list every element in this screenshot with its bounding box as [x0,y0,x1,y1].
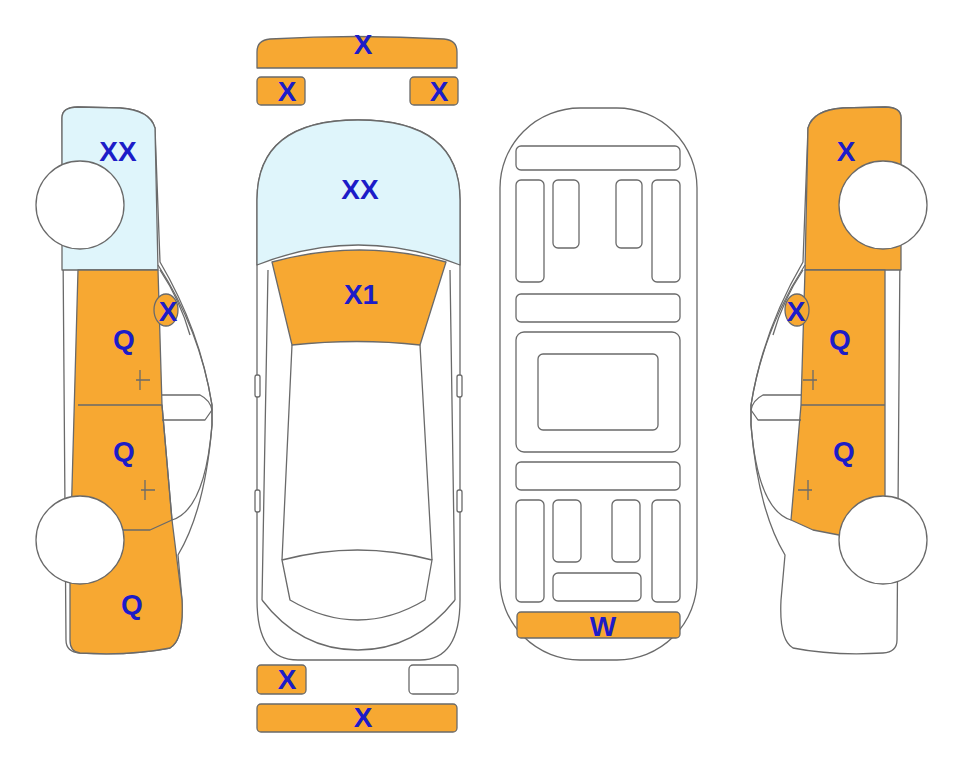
damage-code: X [430,78,449,106]
damage-code: Q [113,326,135,354]
damage-code: X [278,666,297,694]
damage-code: XX [341,176,378,204]
damage-code: Q [113,438,135,466]
damage-code: X [354,31,373,59]
damage-code: Q [829,326,851,354]
damage-code: XX [99,138,136,166]
damage-code: Q [121,591,143,619]
damage-code: X1 [344,281,378,309]
damage-code: X [787,298,806,326]
damage-code: X [278,78,297,106]
damage-code: X [159,298,178,326]
damage-code: X [837,138,856,166]
damage-code: X [354,704,373,732]
damage-code: W [590,613,616,641]
damage-code: Q [833,438,855,466]
